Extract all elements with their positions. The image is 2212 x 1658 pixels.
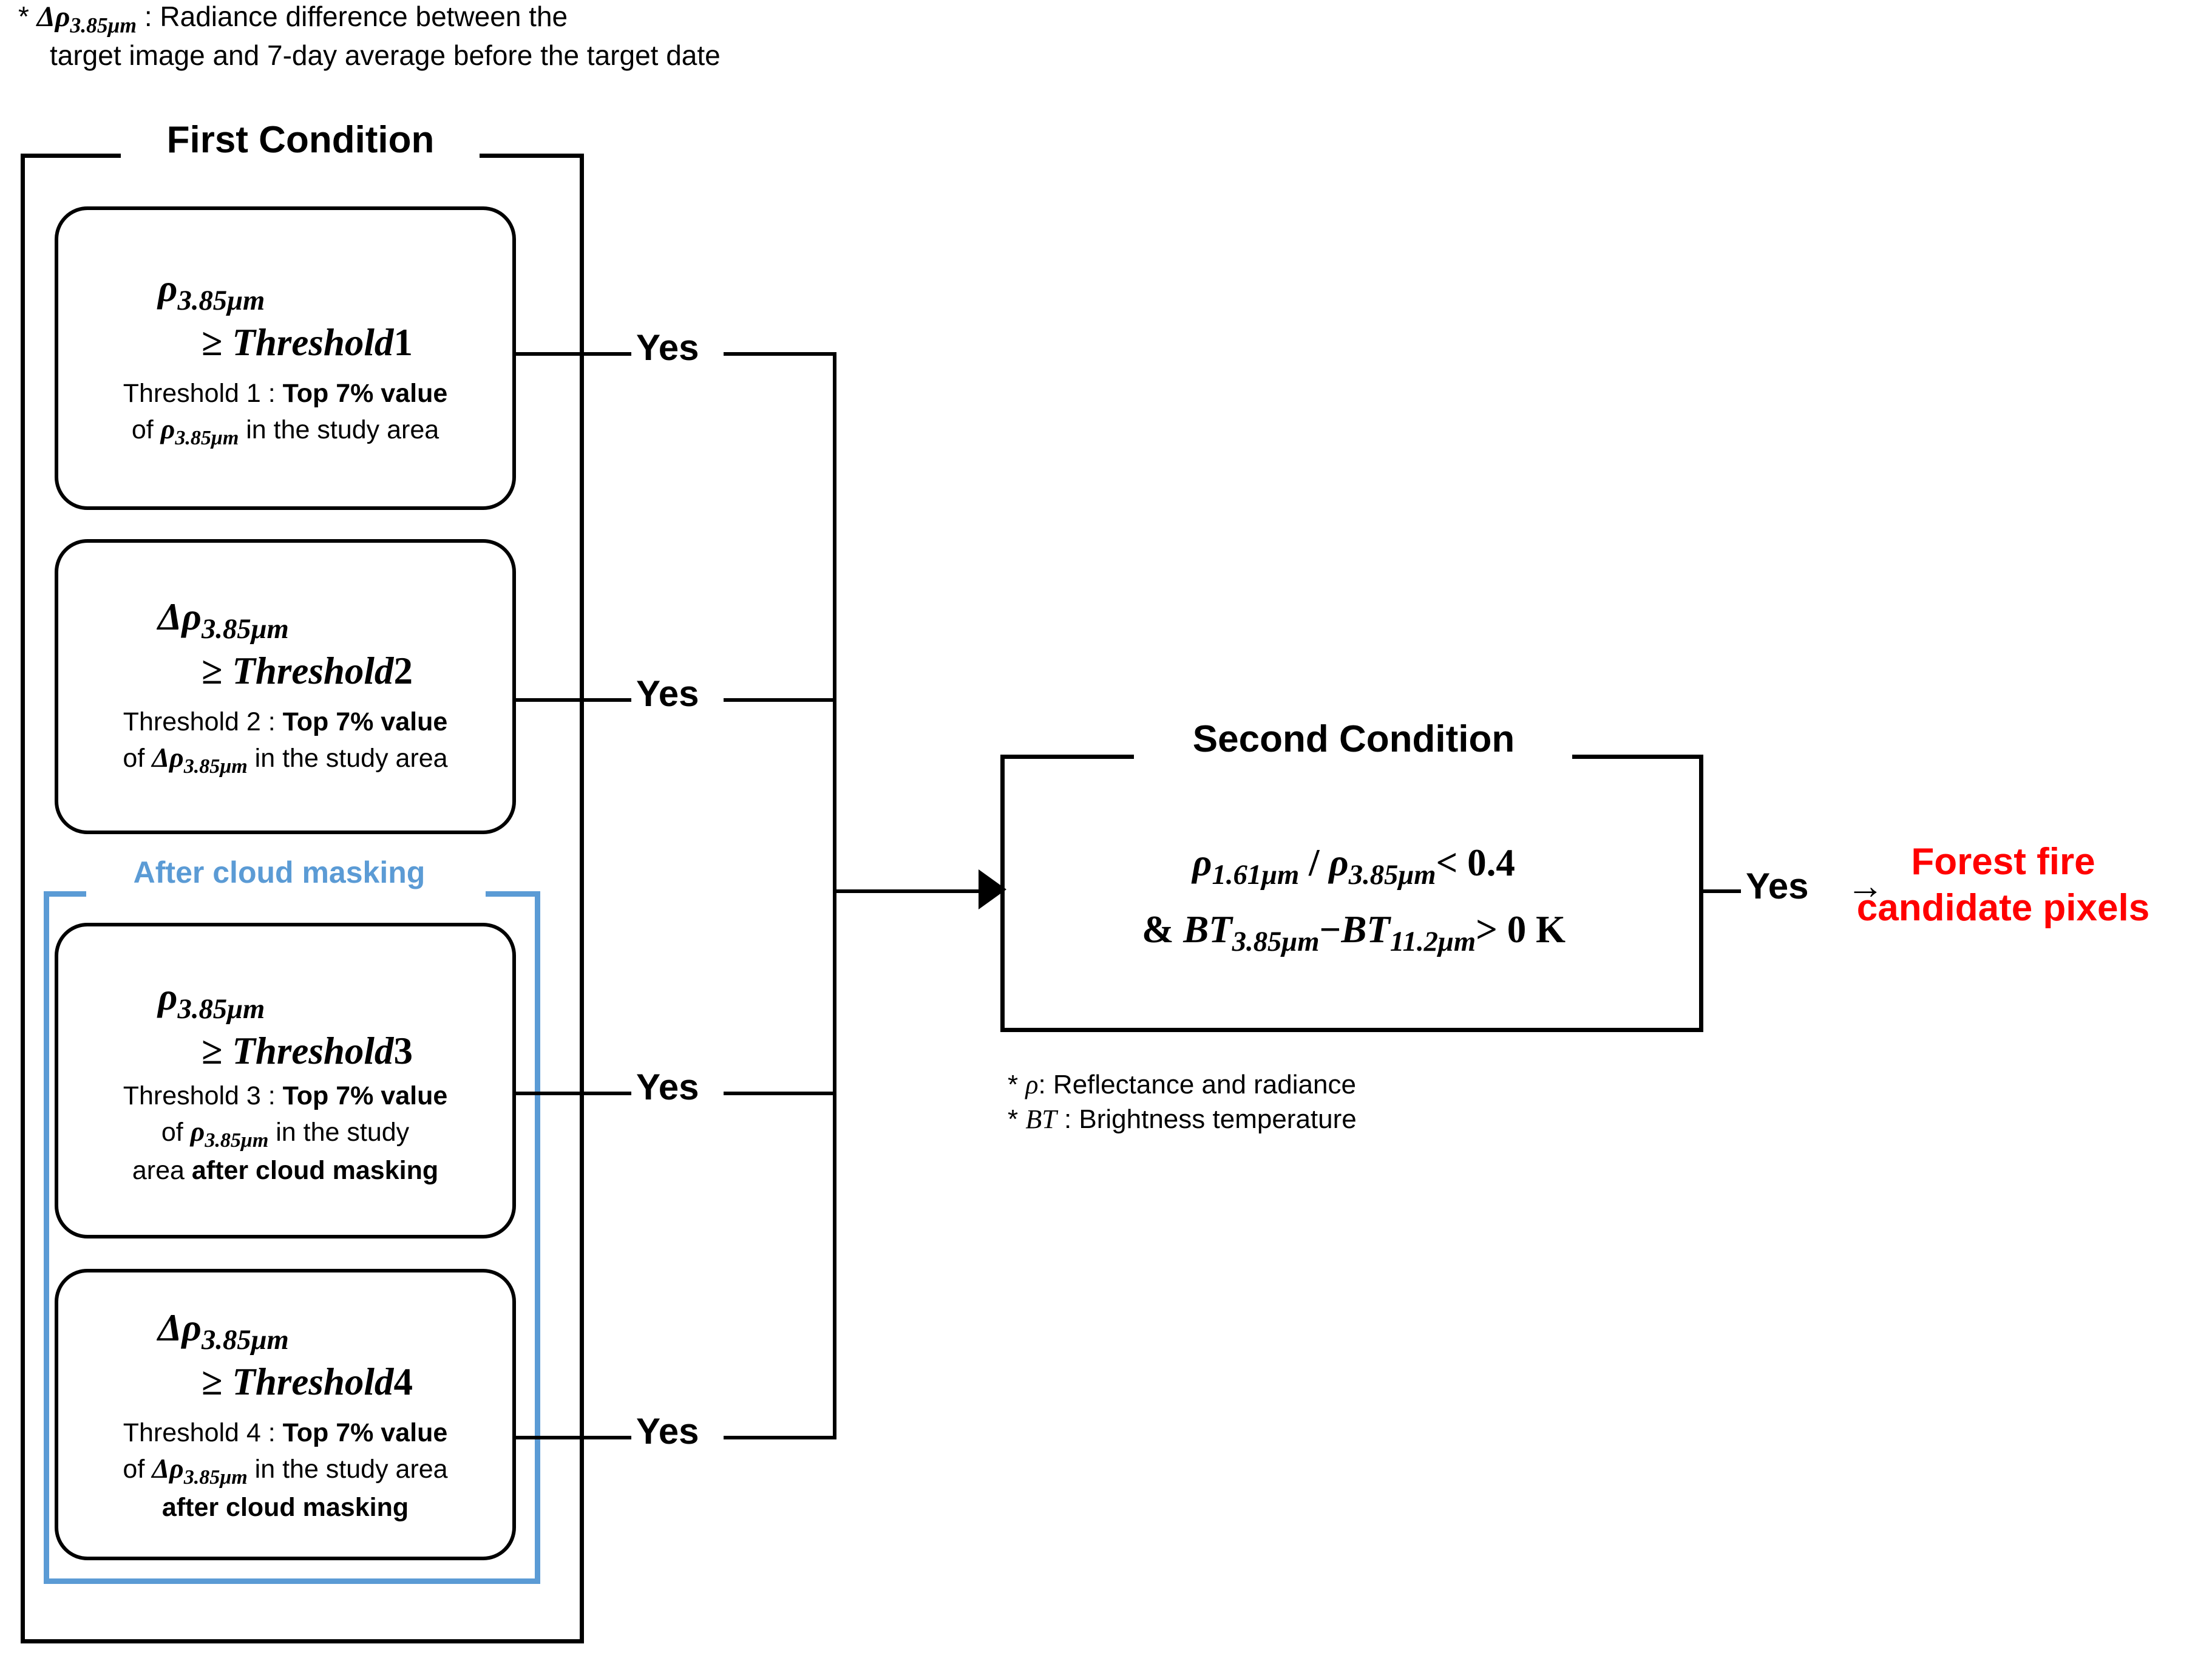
equation-threshold1: ρ3.85μm ≥ Threshold1 (158, 267, 413, 364)
cloud-mask-bracket-top-right (486, 891, 535, 897)
first-condition-title: First Condition (166, 119, 435, 161)
first-condition-bracket-top-left (21, 154, 121, 158)
cloud-mask-label: After cloud masking (133, 855, 426, 889)
top-note: * Δρ3.85μm : Radiance difference between… (18, 0, 929, 72)
condition-box-threshold3[interactable]: ρ3.85μm ≥ Threshold3 Threshold 3 : Top 7… (55, 923, 516, 1238)
cloud-mask-bracket (44, 891, 540, 1584)
second-condition-bracket-top-left (1000, 755, 1134, 759)
top-note-line1-text: : Radiance difference between the (144, 1, 568, 32)
second-condition-equations: ρ1.61μm / ρ3.85μm< 0.4 & BT3.85μm−BT11.2… (1008, 832, 1700, 965)
result-label: Forest fire candidate pixels (1797, 839, 2210, 931)
second-condition-equation-1: ρ1.61μm / ρ3.85μm< 0.4 (1192, 841, 1515, 891)
condition-box-threshold1[interactable]: ρ3.85μm ≥ Threshold1 Threshold 1 : Top 7… (55, 206, 516, 510)
second-condition-notes: * ρ: Reflectance and radiance * BT : Bri… (1008, 1067, 1736, 1136)
result-line2: candidate pixels (1856, 886, 2150, 929)
top-note-line1: * Δρ3.85μm : Radiance difference between… (18, 0, 929, 39)
first-condition-bracket-top-right (480, 154, 580, 158)
delta-rho-symbol: Δρ3.85μm (36, 1, 137, 38)
connector-to-second-condition (833, 889, 985, 893)
second-condition-title: Second Condition (1192, 718, 1515, 760)
connector-to-bus-3 (724, 1092, 836, 1095)
yes-label-2: Yes (636, 673, 699, 714)
connector-stub-1 (516, 352, 631, 356)
first-condition-bracket (21, 154, 584, 1643)
equation-threshold4: Δρ3.85μm ≥ Threshold4 (158, 1306, 413, 1403)
yes-label-4: Yes (636, 1411, 699, 1452)
cloud-mask-bracket-top-left (44, 891, 86, 897)
arrow-right-icon: → (1847, 865, 1884, 907)
yes-label-3: Yes (636, 1067, 699, 1107)
equation-threshold2: Δρ3.85μm ≥ Threshold2 (158, 595, 413, 692)
connector-to-bus-1 (724, 352, 836, 356)
connector-to-bus-4 (724, 1436, 836, 1439)
equation-threshold3: ρ3.85μm ≥ Threshold3 (158, 975, 413, 1072)
description-threshold2: Threshold 2 : Top 7% value of Δρ3.85μm i… (123, 707, 448, 778)
second-condition-bracket-top-right (1572, 755, 1703, 759)
connector-stub-2 (516, 698, 631, 702)
yes-label-1: Yes (636, 327, 699, 368)
second-condition-box[interactable] (1000, 755, 1703, 1032)
connector-bus-vertical (833, 352, 836, 1439)
connector-final-stub (1703, 889, 1741, 893)
connector-to-bus-2 (724, 698, 836, 702)
top-note-star: * (18, 1, 29, 32)
description-threshold1: Threshold 1 : Top 7% value of ρ3.85μm in… (123, 378, 448, 449)
note-bt: * BT : Brightness temperature (1008, 1104, 1357, 1135)
second-condition-equation-2: & BT3.85μm−BT11.2μm> 0 K (1141, 908, 1566, 957)
connector-stub-4 (516, 1436, 631, 1439)
description-threshold4: Threshold 4 : Top 7% value of Δρ3.85μm i… (123, 1418, 448, 1523)
connector-stub-3 (516, 1092, 631, 1095)
yes-label-final: Yes (1746, 866, 1809, 906)
condition-box-threshold2[interactable]: Δρ3.85μm ≥ Threshold2 Threshold 2 : Top … (55, 539, 516, 834)
top-note-line2: target image and 7-day average before th… (50, 39, 721, 71)
note-rho: * ρ: Reflectance and radiance (1008, 1070, 1356, 1099)
description-threshold3: Threshold 3 : Top 7% value of ρ3.85μm in… (123, 1081, 448, 1186)
result-line1: Forest fire (1911, 841, 2095, 883)
condition-box-threshold4[interactable]: Δρ3.85μm ≥ Threshold4 Threshold 4 : Top … (55, 1269, 516, 1560)
